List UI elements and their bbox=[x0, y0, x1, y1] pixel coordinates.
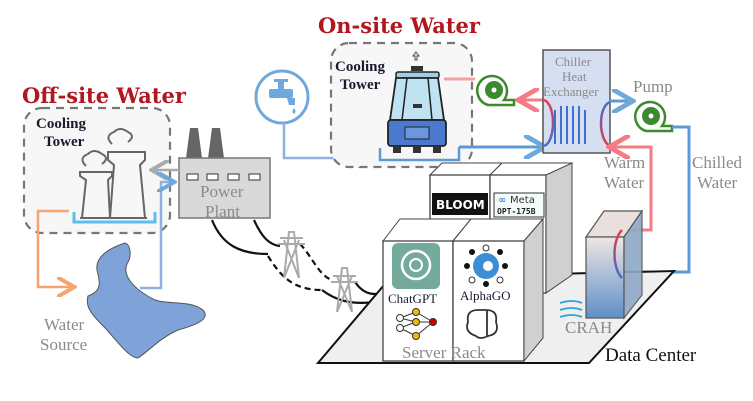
offsite-cooling-label-2: Tower bbox=[44, 134, 85, 150]
alphago-logo-icon bbox=[464, 244, 508, 287]
offsite-basin bbox=[72, 212, 157, 224]
meta-infinity-icon: ∞ bbox=[498, 195, 506, 206]
pump-icon-right bbox=[634, 100, 674, 133]
offsite-water-title: Off-site Water bbox=[22, 83, 187, 108]
chiller-label-3: Exchanger bbox=[543, 84, 599, 99]
heat-exchanger-coil bbox=[554, 106, 586, 144]
chilled-water-label-1: Chilled bbox=[692, 153, 743, 172]
cooling-tower-icon bbox=[79, 128, 147, 219]
discharge-pipe bbox=[36, 209, 72, 287]
alphago-label: AlphaGO bbox=[460, 288, 511, 303]
meta-logo-text: Meta bbox=[510, 195, 535, 206]
onsite-water-title: On-site Water bbox=[318, 13, 481, 38]
neural-network-icon bbox=[396, 308, 437, 340]
server-rack-label: Server Rack bbox=[402, 343, 486, 362]
chilled-water-label-2b: Water bbox=[697, 173, 737, 192]
pump-icon bbox=[476, 74, 516, 107]
server-chatgpt: ChatGPT bbox=[381, 218, 473, 362]
faucet-icon bbox=[254, 69, 310, 125]
water-source-lake bbox=[86, 242, 206, 359]
warm-water-label-1: Warm bbox=[604, 153, 645, 172]
power-plant-label-2: Plant bbox=[205, 202, 240, 221]
offsite-cooling-label-1: Cooling bbox=[36, 116, 87, 132]
chiller-label-2: Heat bbox=[562, 69, 587, 84]
power-plant-label-1: Power bbox=[200, 182, 244, 201]
onsite-basin bbox=[378, 147, 461, 162]
onsite-cooling-label-2: Tower bbox=[340, 77, 381, 93]
brain-icon bbox=[466, 309, 498, 339]
pump-label: Pump bbox=[633, 77, 673, 96]
chatgpt-logo-icon bbox=[400, 249, 432, 281]
airflow-icon bbox=[559, 300, 583, 318]
chiller-label-1: Chiller bbox=[555, 54, 592, 69]
bloom-logo: BLOOM bbox=[436, 198, 485, 212]
onsite-cooling-tower-icon bbox=[387, 51, 447, 153]
transmission-tower-icon bbox=[278, 231, 358, 313]
crah-label: CRAH bbox=[565, 318, 612, 337]
onsite-cooling-label-1: Cooling bbox=[335, 59, 386, 75]
water-source-label-2: Source bbox=[40, 335, 87, 354]
power-plant bbox=[178, 128, 271, 219]
water-supply-pipe bbox=[140, 182, 172, 290]
meta-model-text: OPT-175B bbox=[497, 207, 536, 216]
server-alphago: AlphaGO bbox=[451, 217, 545, 363]
water-source-label-1: Water bbox=[44, 315, 84, 334]
data-center-label: Data Center bbox=[605, 345, 697, 366]
crah-loop bbox=[613, 229, 623, 279]
crah-unit bbox=[584, 209, 644, 320]
warm-water-label-2: Water bbox=[604, 173, 644, 192]
chiller-loop-left bbox=[543, 98, 555, 148]
chatgpt-label: ChatGPT bbox=[388, 291, 437, 306]
